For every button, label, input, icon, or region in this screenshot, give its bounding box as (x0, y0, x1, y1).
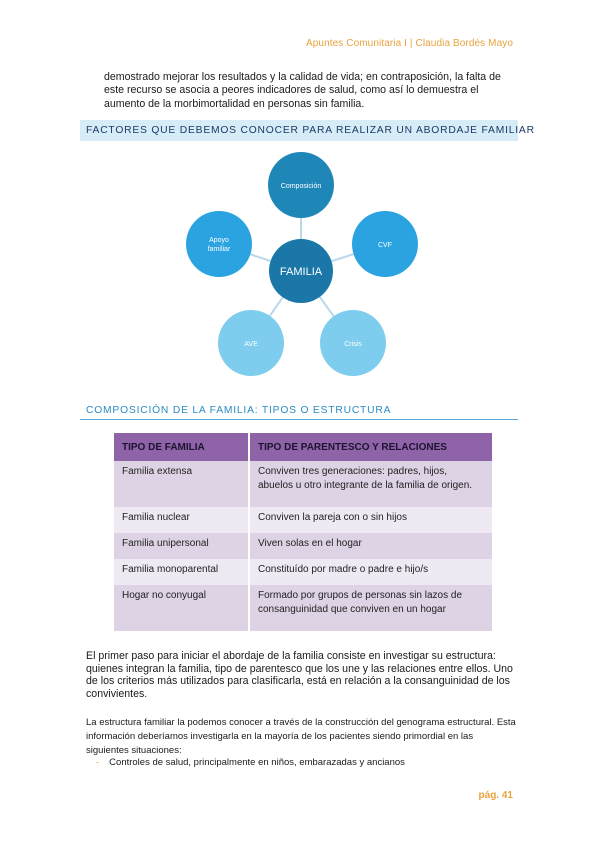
diagram-node-circle (218, 310, 284, 376)
family-types-table: TIPO DE FAMILIA TIPO DE PARENTESCO Y REL… (114, 433, 492, 635)
section-band (80, 120, 518, 141)
diagram-node-label: CVF (378, 242, 392, 249)
table-row: Familia monoparental Constituído por mad… (114, 559, 492, 585)
diagram-node-label: Crisis (344, 341, 362, 348)
table-cell-type: Familia unipersonal (114, 533, 250, 559)
table-cell-relations: Constituído por madre o padre e hijo/s (249, 559, 492, 585)
page-header: Apuntes Comunitaria I | Claudia Bordés M… (306, 38, 513, 49)
section-underline (80, 419, 518, 420)
diagram-node-label: Composición (281, 183, 322, 190)
table-row: Familia unipersonal Viven solas en el ho… (114, 533, 492, 559)
diagram-node-circle (352, 211, 418, 277)
intro-paragraph: demostrado mejorar los resultados y la c… (104, 71, 501, 110)
table-header-type: TIPO DE FAMILIA (114, 433, 250, 461)
diagram-node-circle (268, 152, 334, 218)
paragraph-structure: El primer paso para iniciar el abordaje … (86, 650, 513, 700)
table-header-relations: TIPO DE PARENTESCO Y RELACIONES (249, 433, 492, 461)
diagram-center-label: FAMILIA (280, 266, 323, 278)
table-cell-relations: Viven solas en el hogar (249, 533, 492, 559)
table-cell-type: Familia nuclear (114, 507, 250, 533)
table-cell-type: Familia monoparental (114, 559, 250, 585)
table-cell-type: Familia extensa (114, 461, 250, 507)
bullet-dash: - (96, 757, 100, 768)
diagram-center-circle (269, 239, 333, 303)
table-cell-relations: Formado por grupos de personas sin lazos… (249, 585, 492, 631)
diagram-node-label: AVE (244, 341, 258, 348)
section-title-composition: COMPOSICIÓN DE LA FAMILIA: TIPOS O ESTRU… (86, 405, 392, 416)
table-row: Familia extensa Conviven tres generacion… (114, 461, 492, 507)
table-row: Familia nuclear Conviven la pareja con o… (114, 507, 492, 533)
paragraph-genogram: La estructura familiar la podemos conoce… (86, 717, 516, 756)
table-cell-relations: Conviven la pareja con o sin hijos (249, 507, 492, 533)
table-cell-relations: Conviven tres generaciones: padres, hijo… (249, 461, 492, 507)
table-row: Hogar no conyugal Formado por grupos de … (114, 585, 492, 631)
bullet-text: Controles de salud, principalmente en ni… (109, 757, 405, 768)
table-header-row: TIPO DE FAMILIA TIPO DE PARENTESCO Y REL… (114, 433, 492, 461)
bullet-item: -Controles de salud, principalmente en n… (96, 757, 405, 768)
diagram-node-circle (320, 310, 386, 376)
page-number: pág. 41 (478, 790, 513, 801)
section-title-factors: FACTORES QUE DEBEMOS CONOCER PARA REALIZ… (86, 125, 535, 136)
table-cell-type: Hogar no conyugal (114, 585, 250, 631)
diagram-node-circle (186, 211, 252, 277)
